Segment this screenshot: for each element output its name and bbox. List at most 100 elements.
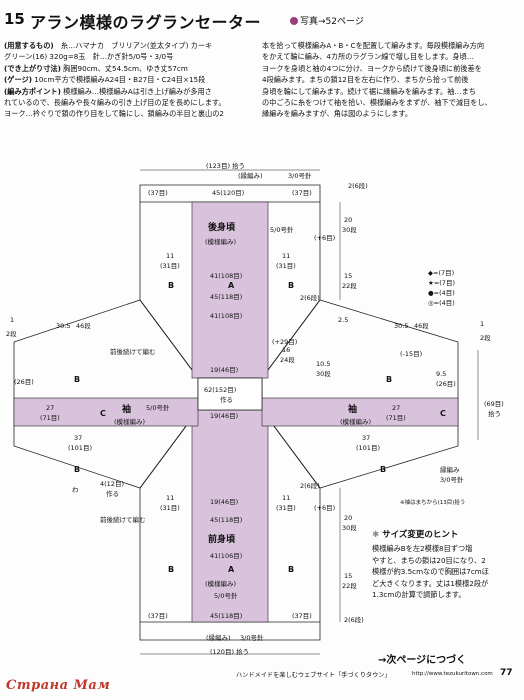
right-71: (71目) [386,414,406,422]
back-right-37: (37目) [292,189,312,197]
legend-3: ●=(4目) [428,289,455,297]
front-2-6: 2(6段) [300,481,320,490]
sleeve-note: ※袖はまちから(13目)拾う [400,498,465,506]
left-letter-b-top: B [74,375,80,384]
front-22dan: 22段 [342,581,357,590]
left-37: 37 [74,434,82,442]
hint-title: ✱ サイズ変更のヒント [372,530,459,540]
left-2dan: 2段 [6,329,17,338]
front-30dan: 30段 [342,523,357,532]
back-left-31: (31目) [160,262,180,270]
sleeve-title: 袖 [121,403,131,415]
right-2-5: 2.5 [338,316,348,324]
right-minus15: (-15目) [400,350,422,358]
size-change-hint: ✱ サイズ変更のヒント 模様編みBを左2模様8目ずつ増 やすと、まちの鎖は20目… [372,530,522,600]
front-2-6c: 2(6段) [344,615,364,624]
back-right-31: (31目) [276,262,296,270]
instruction-line: れているので、長編みや長々編みの引き上げ目の足を長めにします。 [4,98,226,108]
left-1: 1 [10,316,14,324]
right-10-5: 10.5 [316,360,330,368]
instruction-line: (編み方ポイント) 模様編み…模様編みAは引き上げ編みが多用さ [4,86,212,96]
instruction-line: 身頃を輪にして編みます。続けて裾に縁編みを編みます。袖…まち [262,86,476,96]
front-4-12: 4(12目) [100,480,124,488]
front-letter-b-left: B [168,565,174,574]
right-30dan: 30段 [342,225,357,234]
watermark: Страна Мам [6,678,111,693]
front-41-106: 41(106目) [210,552,242,560]
right-24dan: 24段 [280,355,295,364]
right-22dan: 22段 [342,281,357,290]
top-pickup-label: (123目) 拾う [206,161,245,170]
sleeve-title-right: 袖 [347,403,357,415]
legend-2: ★=(7目) [428,279,455,287]
left-contd: 前後続けて編む [110,347,156,356]
right-30-5: 30.5 [394,322,408,330]
footer-url[interactable]: http://www.tezukuritown.com [412,671,493,677]
page-number: 77 [500,668,513,678]
instructions-left: (用意するもの) 糸…ハマナカ ブリリアン(並太タイプ) カーキ グリーン(16… [4,40,256,120]
left-letter-c: C [100,409,106,418]
front-left-11: 11 [166,494,174,502]
hint-line: やすと、まちの鎖は20目になり、2 [372,555,486,565]
hint-line: 1.3cmの計算で調節します。 [372,590,466,600]
right-sleeve-panel [261,397,459,427]
right-sleeve-needle: 3/0号針 [440,475,464,484]
pattern-number: 15 [4,10,25,28]
bullet-icon [290,17,298,25]
right-plus6-top: (+6目) [314,234,335,242]
lower-19-46: 19(46目) [210,412,238,420]
neck-panel [197,377,263,411]
next-page-link[interactable]: →次ページにつづく [378,655,467,666]
right-101: (101目) [356,444,380,452]
left-71: (71目) [40,414,60,422]
bottom-needle-label: 3/0号針 [240,633,264,642]
right-16: 16 [282,346,290,354]
back-41-108: 41(108目) [210,312,242,320]
back-title: 後身頃 [208,221,236,233]
front-pattern-panel [191,409,269,623]
left-sleeve-outline [13,299,199,489]
right-1: 1 [480,320,484,328]
right-27: 27 [392,404,400,412]
instruction-line: をかえて輪に編み、4カ所のラグラン線で増し目をします。身頃… [262,52,474,62]
left-27: 27 [46,404,54,412]
back-right-11: 11 [282,252,290,260]
front-needle-label: 5/0号針 [214,591,238,600]
legend-1: ◆=(7目) [428,269,454,277]
back-45-118: 45(118目) [210,293,242,301]
instruction-line: (用意するもの) 糸…ハマナカ ブリリアン(並太タイプ) カーキ [4,41,213,50]
left-101: (101目) [68,444,92,452]
right-sleeve-border: 縁編み [440,465,460,474]
page-footer: ハンドメイドを楽しむウェブサイト「手づくりタウン」 http://www.tez… [0,668,524,682]
right-plus29: (+29目) [272,338,297,346]
front-19-46: 19(46目) [210,498,238,506]
front-title: 前身頃 [208,533,236,545]
back-letter-b-right: B [288,281,294,290]
right-letter-c: C [440,409,446,418]
right-37: 37 [362,434,370,442]
instruction-line: (でき上がり寸法) 胸囲90cm、丈54.5cm、ゆき丈57cm [4,63,188,73]
right-2dan: 2段 [480,333,491,342]
top-border-label: (縁編み) [238,171,263,180]
right-69: (69目) [484,400,504,408]
front-plus6: (+6目) [314,504,335,512]
right-69-pick: 拾う [488,409,501,418]
front-letter-b-right: B [288,565,294,574]
bottom-border-label: (縁編み) [206,633,231,642]
front-right-31: (31目) [276,504,296,512]
right-26: (26目) [436,380,456,388]
photo-reference[interactable]: 写真→52ページ [290,14,364,27]
footer-site: ハンドメイドを楽しむウェブサイト「手づくりタウン」 [236,672,391,679]
bottom-pickup-label: (120目) 拾う [210,647,249,656]
back-pattern-panel [191,201,269,379]
right-30-dan: 30段 [316,369,331,378]
hint-line: 模様が約3.5cmなので胸囲は7cmほ [372,567,489,577]
hint-line: ど大きくなります。丈は1模様2段が [372,578,489,588]
instructions-right: 本を拾って模様編みA・B・Cを配置して編みます。毎段模様編み方向 をかえて輪に編… [262,40,514,120]
sleeve-pattern-label-right: (模様編み) [340,417,371,426]
instruction-line: 本を拾って模様編みA・B・Cを配置して編みます。毎段模様編み方向 [262,41,485,50]
front-right-11: 11 [282,494,290,502]
neck-cast-make: 作る [220,395,233,404]
left-sleeve-panel [13,397,199,427]
